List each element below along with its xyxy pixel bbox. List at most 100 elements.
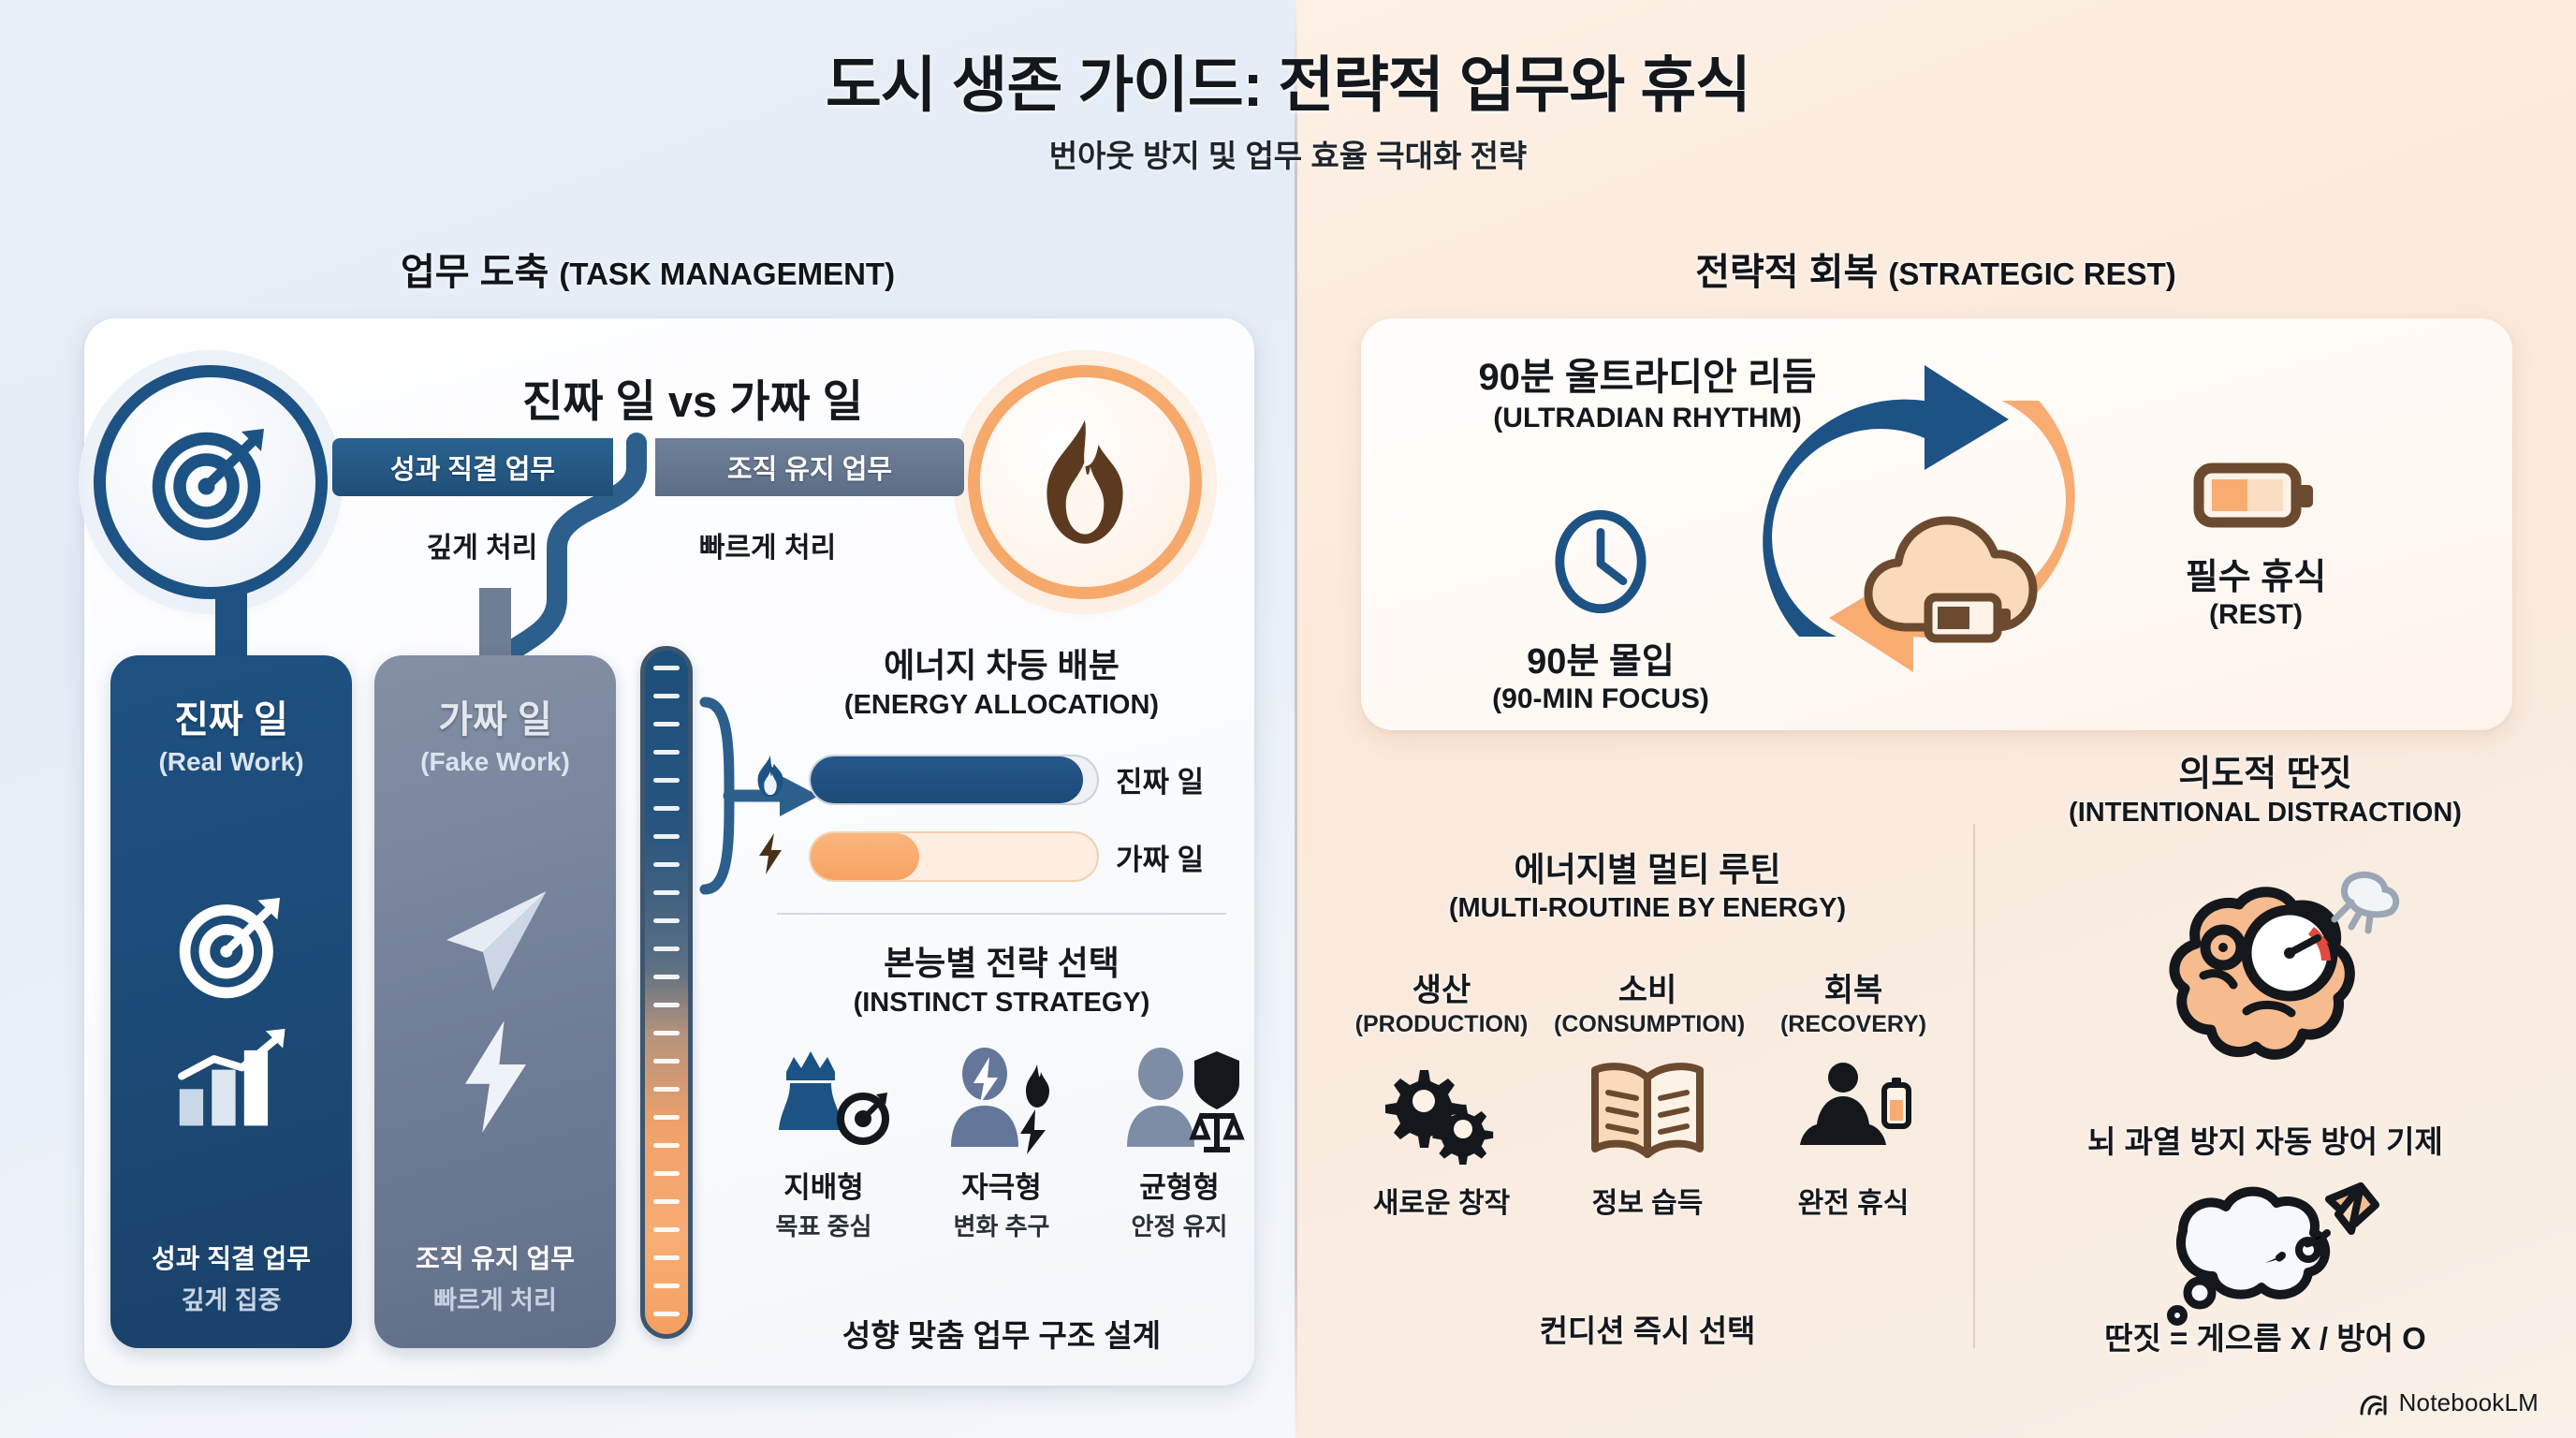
multi-en-recovery: (RECOVERY) (1779, 1011, 1927, 1037)
energy-title-ko: 에너지 차등 배분 (884, 646, 1120, 684)
burnout-badge (968, 365, 1202, 599)
energy-bar-fill-fake (811, 833, 920, 880)
column-fake-foot-line2: 빠르게 처리 (433, 1286, 557, 1314)
instinct-name-stimulus: 자극형 (961, 1171, 1042, 1204)
ribbon-real-work: 성과 직결 업무 (332, 438, 613, 496)
multi-title-ko: 에너지별 멀티 루틴 (1514, 850, 1781, 888)
energy-bar-fake: 가짜 일 (749, 831, 1204, 882)
ribbon-fake-work: 조직 유지 업무 (655, 438, 964, 496)
flame-icon (1046, 419, 1123, 544)
panel-divider (1295, 0, 1297, 1438)
column-real-foot-line2: 깊게 집중 (181, 1286, 282, 1314)
energy-bar-label-real: 진짜 일 (1116, 766, 1205, 799)
focus-label: 90분 몰입 (1527, 642, 1675, 682)
multi-caption-recovery: 완전 휴식 (1797, 1188, 1910, 1219)
stem-real-work (215, 588, 247, 663)
distraction-caption-2: 딴짓 = 게으름 X / 방어 O (2104, 1321, 2426, 1356)
rest-block: 필수 휴식 (REST) (2106, 459, 2406, 631)
focus-block: 90분 몰입 (90-MIN FOCUS) (1460, 506, 1741, 715)
battery-icon (2193, 462, 2313, 528)
instinct-footer: 성향 맞춤 업무 구조 설계 (842, 1318, 1162, 1353)
energy-bar-track-real (809, 754, 1099, 805)
bolt-icon (749, 832, 792, 882)
instinct-item-stimulus: 자극형 변화 추구 (917, 1044, 1086, 1242)
multi-name-production: 생산 (1412, 973, 1471, 1008)
distraction-title-en: (INTENTIONAL DISTRACTION) (2069, 798, 2462, 828)
energy-bar-label-fake: 가짜 일 (1116, 843, 1205, 876)
column-real-subtitle: (Real Work) (158, 747, 304, 776)
energy-bar-track-fake (809, 831, 1099, 882)
right-panel-heading: 전략적 회복 (STRATEGIC REST) (1295, 242, 2576, 296)
clock-icon (1555, 509, 1647, 614)
column-fake-foot-line1: 조직 유지 업무 (415, 1244, 576, 1273)
focus-label-en: (90-MIN FOCUS) (1492, 683, 1709, 714)
stem-fake-work (479, 588, 511, 663)
rest-label: 필수 휴식 (2185, 558, 2327, 597)
instinct-strategy-title: 본능별 전략 선택 (INSTINCT STRATEGY) (777, 936, 1226, 1019)
multi-item-recovery: 회복 (RECOVERY) 완전 휴식 (1760, 964, 1947, 1221)
lightning-bolt-icon (464, 1020, 526, 1133)
energy-title-en: (ENERGY ALLOCATION) (843, 690, 1160, 720)
left-panel-heading-en: (TASK MANAGEMENT) (559, 257, 896, 291)
instinct-item-dominant: 지배형 목표 중심 (739, 1044, 908, 1242)
multi-name-consumption: 소비 (1617, 973, 1677, 1008)
distraction-title-ko: 의도적 딴짓 (2178, 755, 2352, 794)
page-title: 도시 생존 가이드: 전략적 업무와 휴식 (826, 51, 1751, 119)
page-subtitle: 번아웃 방지 및 업무 효율 극대화 전략 (1048, 139, 1528, 173)
target-badge (94, 365, 328, 599)
multi-title-en: (MULTI-ROUTINE BY ENERGY) (1448, 893, 1847, 923)
multi-item-consumption: 소비 (CONSUMPTION) 정보 습득 (1554, 964, 1746, 1221)
instinct-title-en: (INSTINCT STRATEGY) (853, 988, 1150, 1018)
instinct-desc-dominant: 목표 중심 (775, 1212, 872, 1240)
rhythm-title-en: (ULTRADIAN RHYTHM) (1493, 403, 1802, 433)
energy-allocation-title: 에너지 차등 배분 (ENERGY ALLOCATION) (786, 638, 1217, 721)
instinct-items: 지배형 목표 중심 자극형 변화 추구 (739, 1044, 1264, 1242)
cloud-battery-icon (1864, 516, 2038, 643)
gauge-to-bars-arrow (699, 697, 819, 895)
note-deep-processing: 깊게 처리 (426, 533, 538, 564)
target-icon (179, 898, 280, 999)
multi-routine-footer: 컨디션 즉시 선택 (1539, 1313, 1756, 1348)
rhythm-title: 90분 울트라디안 리듬 (ULTRADIAN RHYTHM) (1385, 346, 1910, 434)
column-fake-title: 가짜 일 (438, 699, 552, 741)
watermark-label: NotebookLM (2398, 1388, 2539, 1416)
column-real-icons (166, 777, 297, 1239)
meditation-battery-icon (1760, 1048, 1947, 1174)
rest-label-en: (REST) (2209, 599, 2303, 630)
distraction-caption-1: 뇌 과열 방지 자동 방어 기제 (2087, 1124, 2443, 1159)
energy-gauge (640, 646, 693, 1339)
column-fake-work: 가짜 일 (Fake Work) 조직 유지 업무 빠르게 처리 (374, 655, 616, 1348)
person-lightning-icon (917, 1044, 1086, 1156)
multi-routine-title: 에너지별 멀티 루틴 (MULTI-ROUTINE BY ENERGY) (1367, 843, 1928, 924)
energy-bar-fill-real (811, 756, 1083, 803)
column-real-work: 진짜 일 (Real Work) 성과 직결 업무 깊게 집중 (110, 655, 352, 1348)
gears-icon (1348, 1048, 1535, 1174)
column-fake-icons (430, 777, 561, 1239)
right-bottom-divider (1973, 824, 1975, 1348)
growth-chart-icon (178, 1028, 285, 1126)
person-shield-scale-icon (1095, 1044, 1264, 1156)
instinct-item-balanced: 균형형 안정 유지 (1095, 1044, 1264, 1242)
thought-bubble-paper-plane-icon (2167, 1182, 2379, 1326)
multi-en-consumption: (CONSUMPTION) (1554, 1011, 1746, 1037)
instinct-desc-balanced: 안정 유지 (1131, 1212, 1228, 1240)
left-panel-heading: 업무 도축 (TASK MANAGEMENT) (0, 242, 1295, 296)
multi-routine-items: 생산 (PRODUCTION) 새로운 창작 소비 (CONSUMPTION) (1348, 964, 1947, 1221)
left-card-divider (777, 913, 1226, 915)
column-fake-footer: 조직 유지 업무 빠르게 처리 (416, 1239, 575, 1316)
column-real-foot-line1: 성과 직결 업무 (151, 1244, 312, 1273)
paper-plane-icon (446, 890, 547, 991)
notebooklm-icon (2360, 1395, 2387, 1415)
column-real-footer: 성과 직결 업무 깊게 집중 (152, 1239, 311, 1316)
watermark: NotebookLM (2358, 1388, 2539, 1417)
multi-caption-production: 새로운 창작 (1372, 1188, 1511, 1219)
instinct-title-ko: 본능별 전략 선택 (884, 944, 1120, 982)
vs-title: 진짜 일 vs 가짜 일 (522, 376, 863, 426)
right-panel-heading-en: (STRATEGIC REST) (1888, 257, 2176, 291)
multi-en-production: (PRODUCTION) (1354, 1011, 1529, 1037)
energy-bar-real: 진짜 일 (749, 754, 1204, 805)
note-quick-processing: 빠르게 처리 (698, 533, 837, 564)
multi-caption-consumption: 정보 습득 (1591, 1188, 1704, 1219)
multi-item-production: 생산 (PRODUCTION) 새로운 창작 (1348, 964, 1535, 1221)
